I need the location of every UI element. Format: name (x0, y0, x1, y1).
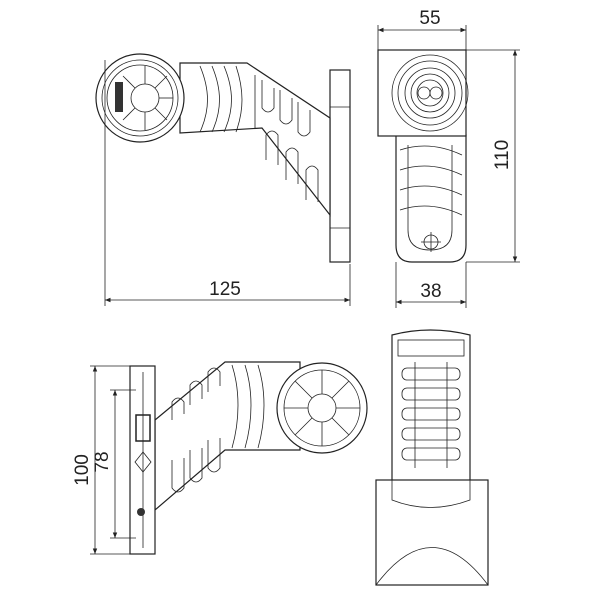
mounting-plate (375, 479, 489, 586)
front-view-top (377, 25, 520, 308)
lamp-lens (95, 53, 185, 143)
side-view-top (95, 53, 351, 306)
arm (179, 62, 331, 217)
arm (154, 361, 301, 512)
lens-housing (377, 49, 467, 137)
side-view-bottom (90, 361, 368, 555)
mounting-plate (329, 69, 351, 263)
dimension-100: 100 (72, 454, 93, 486)
dimension-110: 110 (492, 140, 513, 170)
dimension-38: 38 (420, 281, 441, 302)
top-view-bottom (375, 329, 489, 586)
dimension-125: 125 (209, 279, 241, 300)
dimension-55: 55 (419, 8, 440, 29)
mounting-plate (129, 365, 156, 555)
body (391, 329, 471, 486)
dimension-78: 78 (92, 451, 113, 472)
